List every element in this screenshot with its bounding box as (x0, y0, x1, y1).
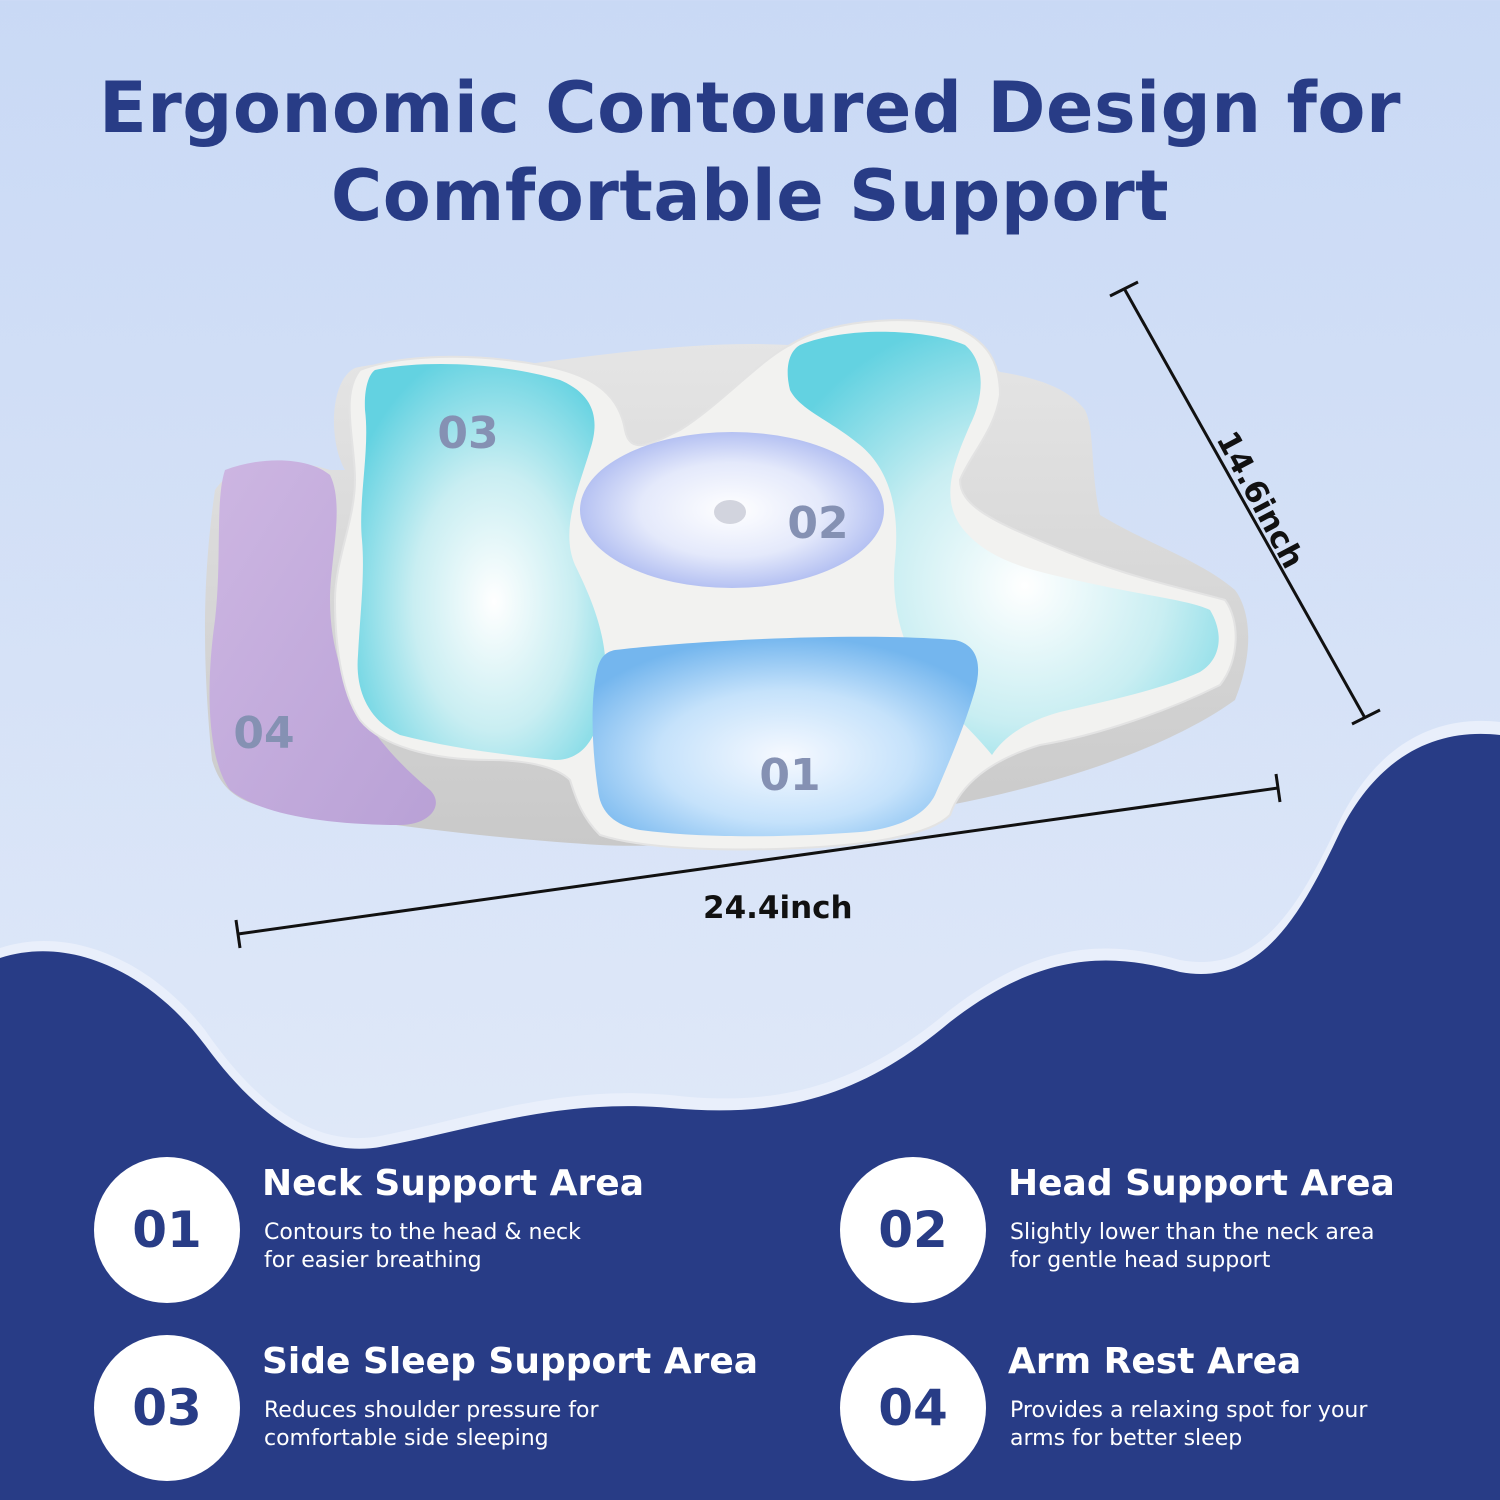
zone-label-04: 04 (233, 708, 294, 759)
feature-desc-line-1: Reduces shoulder pressure for (264, 1398, 599, 1423)
headline-line-1: Ergonomic Contoured Design for (98, 67, 1402, 149)
feature-number-badge: 01 (94, 1157, 240, 1303)
feature-title: Head Support Area (1008, 1163, 1395, 1204)
feature-desc-line-1: Contours to the head & neck (264, 1220, 581, 1245)
feature-title: Neck Support Area (262, 1163, 645, 1204)
zone-label-02: 02 (787, 498, 848, 549)
feature-desc-line-2: for easier breathing (264, 1248, 482, 1273)
feature-side-sleep-support: 03 Side Sleep Support Area Reduces shoul… (94, 1335, 794, 1485)
feature-arm-rest: 04 Arm Rest Area Provides a relaxing spo… (840, 1335, 1500, 1485)
feature-description: Contours to the head & neck for easier b… (264, 1219, 784, 1275)
feature-desc-line-2: for gentle head support (1010, 1248, 1271, 1273)
zone-01-neck (592, 636, 979, 837)
feature-desc-line-1: Provides a relaxing spot for your (1010, 1398, 1368, 1423)
feature-neck-support: 01 Neck Support Area Contours to the hea… (94, 1157, 794, 1307)
feature-desc-line-2: comfortable side sleeping (264, 1426, 549, 1451)
feature-title: Side Sleep Support Area (262, 1341, 759, 1382)
zone-03-side-right (787, 331, 1219, 755)
feature-description: Slightly lower than the neck area for ge… (1010, 1219, 1500, 1275)
zone-03-side-left (357, 364, 606, 760)
dimension-line-width (234, 773, 1282, 949)
feature-desc-line-2: arms for better sleep (1010, 1426, 1243, 1451)
feature-description: Reduces shoulder pressure for comfortabl… (264, 1397, 784, 1453)
feature-head-support: 02 Head Support Area Slightly lower than… (840, 1157, 1500, 1307)
zone-label-01: 01 (759, 750, 820, 801)
feature-description: Provides a relaxing spot for your arms f… (1010, 1397, 1500, 1453)
zone-label-03: 03 (437, 408, 498, 459)
feature-number-badge: 02 (840, 1157, 986, 1303)
feature-number-badge: 04 (840, 1335, 986, 1481)
feature-number-badge: 03 (94, 1335, 240, 1481)
dimension-line-depth (1109, 280, 1381, 726)
feature-title: Arm Rest Area (1008, 1341, 1302, 1382)
pillow-illustration: 03 02 01 04 (204, 319, 1249, 851)
headline-line-2: Comfortable Support (330, 155, 1170, 237)
feature-desc-line-1: Slightly lower than the neck area (1010, 1220, 1375, 1245)
width-dimension-label: 24.4inch (703, 890, 853, 926)
zone-04-arm-rest (209, 460, 436, 825)
